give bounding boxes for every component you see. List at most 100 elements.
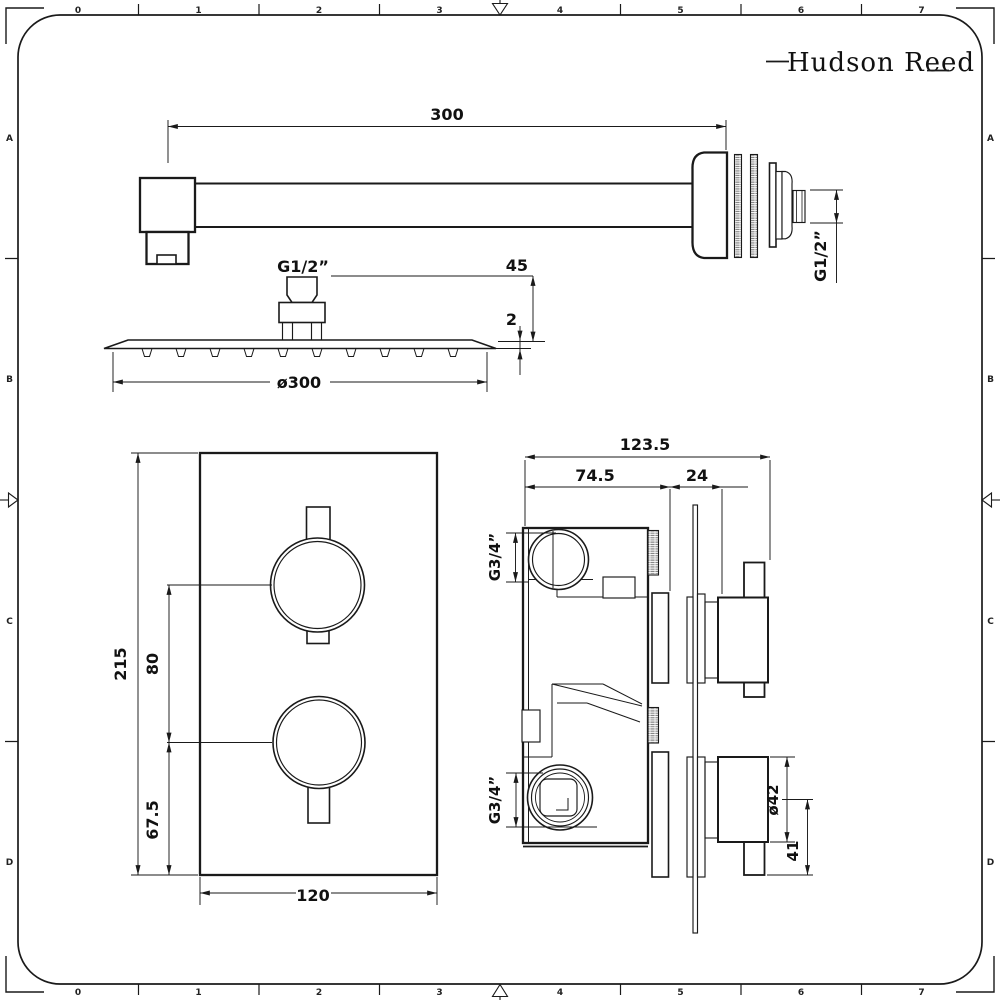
ruler-label: 0 [75,6,81,16]
center-mark-right [981,491,1000,509]
dim-head-diameter: ø300 [112,352,488,392]
dim-side-plate-offset: 24 [669,466,748,594]
corner-bracket-bottom-left [5,956,44,993]
shower-head-drawing: G1/2” 45 2 ø300 [103,256,545,392]
ruler-label: 4 [557,6,563,16]
ruler-label: B [987,375,994,385]
shower-arm-drawing: 300 G1/2” [138,105,843,283]
ruler-label: A [6,134,13,144]
valve-left-lug [521,709,541,743]
ruler-label: 2 [316,988,322,998]
arm-thread-rod [749,153,759,259]
ruler-label: 5 [677,988,683,998]
head-nozzles [141,348,459,357]
valve-handle-top [651,561,769,698]
ruler-label: 0 [75,988,81,998]
ruler-label: 1 [195,6,201,16]
dim-front-bottom-offset: 67.5 [143,742,172,876]
corner-bracket-bottom-right [956,956,995,993]
dim-label-d300: ø300 [277,373,321,392]
ruler-ticks-left [5,257,18,743]
dim-label-300: 300 [430,105,463,124]
dim-label-d42: ø42 [764,784,782,815]
arm-backing-plate [768,162,777,248]
arm-nut [781,170,793,240]
valve-inlet-bottom [526,764,594,831]
arm-pipe-detail [796,190,803,223]
ruler-label: C [6,617,13,627]
dim-handle-length: 41 [767,799,813,876]
head-stem-block [278,301,326,324]
valve-interior-wedge [523,683,643,758]
ruler-label: 4 [557,988,563,998]
dim-label-2: 2 [506,310,517,329]
dim-arm-thread: G1/2” [810,189,843,283]
head-connector [286,276,318,304]
ruler-ticks-top [137,4,863,15]
arm-pipe-end [792,189,806,224]
corner-bracket-top-left [5,7,44,44]
arm-tube [195,182,693,228]
ruler-label: 3 [436,988,442,998]
dim-label-g34-bottom: G3/4” [486,776,504,825]
valve-thread-connector [647,529,660,576]
arm-nut-collar [775,170,783,240]
valve-knob-tab [307,785,331,824]
dim-label-41: 41 [784,841,802,862]
valve-knob-outer [272,695,366,790]
ruler-label: 1 [195,988,201,998]
dim-side-body: 74.5 [524,466,671,591]
valve-thread-connector [647,706,660,744]
valve-knob-inner [275,699,363,786]
valve-handle-bottom [651,751,769,878]
ruler-label: 5 [677,6,683,16]
dim-front-spacing: 80 [143,584,172,743]
dim-label-45: 45 [506,256,528,275]
dim-label-g12-wall: G1/2” [811,230,830,282]
valve-inlet-top [527,528,590,591]
brand-logo: Hudson Reed [766,48,974,78]
corner-bracket-top-right [956,7,995,44]
dim-label-123-5: 123.5 [620,435,671,454]
ruler-label: C [987,617,994,627]
dim-front-width: 120 [199,877,438,905]
dim-head-stem-height: 45 [498,256,545,342]
knob-center-lines [167,584,272,743]
dim-label-80: 80 [143,653,162,675]
ruler-label: A [987,134,994,144]
valve-front-view: 215 80 67.5 120 [111,451,439,905]
ruler-label: 7 [918,988,924,998]
dim-label-215: 215 [111,647,130,680]
ruler-ticks-right [982,257,995,743]
center-mark-bottom [491,983,509,1000]
ruler-label: 3 [436,6,442,16]
dim-label-74-5: 74.5 [575,466,614,485]
dim-side-total: 123.5 [524,435,771,560]
dim-arm-length: 300 [167,105,727,163]
arm-wall-bracket [138,176,197,234]
ruler-label: D [987,858,994,868]
dim-head-thickness: 2 [493,310,531,375]
arm-wall-flange [691,151,729,260]
ruler-label: 6 [798,6,804,16]
ruler-label: 7 [918,6,924,16]
frame-outline [17,14,983,985]
dim-label-67-5: 67.5 [143,800,162,839]
ruler-ticks-bottom [137,984,863,995]
ruler-label: 6 [798,988,804,998]
valve-knob-inner [273,540,362,630]
center-mark-left [0,491,19,509]
arm-thread-rod [733,153,743,259]
dim-handle-diameter: ø42 [764,756,795,843]
dim-inlet-top: G3/4” [486,532,556,583]
valve-wall-plate [692,504,699,934]
dim-label-120: 120 [296,886,329,905]
valve-cartridge [602,576,636,599]
dim-front-height: 215 [111,452,198,876]
ruler-label: 2 [316,6,322,16]
center-mark-top [491,0,509,17]
arm-bracket-notch [156,254,177,265]
ruler-label: D [6,858,13,868]
